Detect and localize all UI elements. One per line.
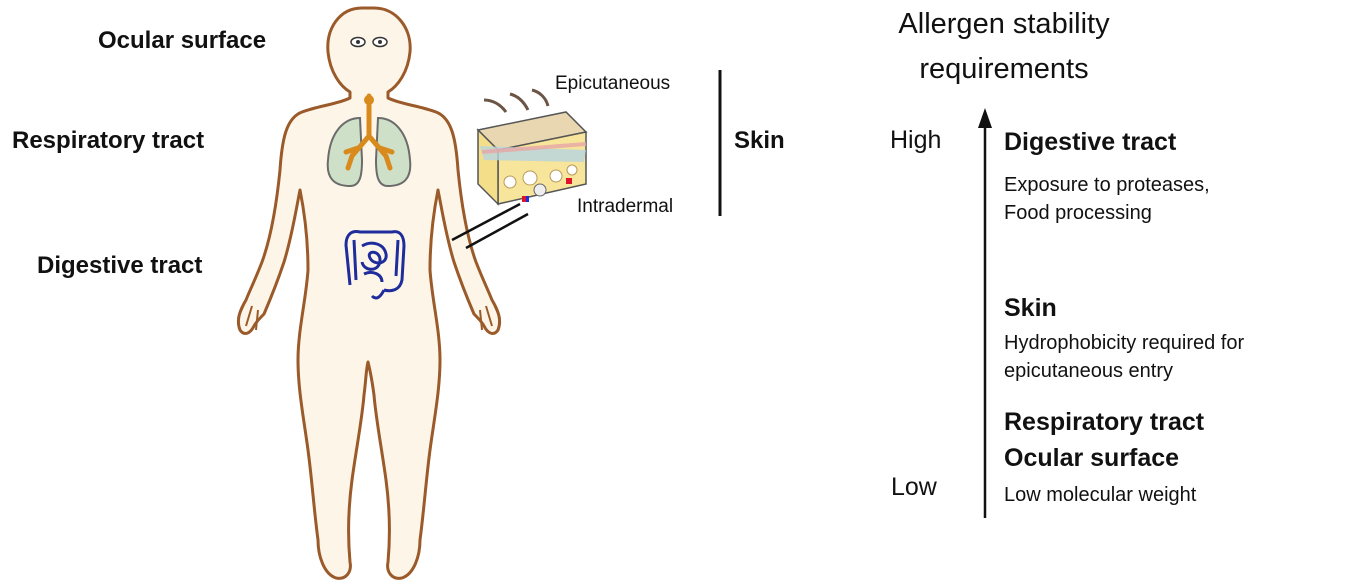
stability-title-line1: Allergen stability	[844, 8, 1164, 41]
ocular-surface-label: Ocular surface	[98, 27, 266, 55]
stability-arrow	[978, 108, 992, 518]
skin-pointer-line-lower	[466, 214, 528, 248]
stability-title-line2: requirements	[844, 53, 1164, 86]
route-respiratory-heading: Respiratory tract	[1004, 408, 1204, 437]
route-skin-heading: Skin	[1004, 294, 1057, 323]
route-skin-desc-1: Hydrophobicity required for	[1004, 329, 1244, 357]
epicutaneous-label: Epicutaneous	[555, 73, 670, 95]
route-skin-desc-2: epicutaneous entry	[1004, 357, 1173, 385]
level-low-label: Low	[891, 473, 937, 502]
route-digestive-desc-1: Exposure to proteases,	[1004, 171, 1210, 199]
intradermal-label: Intradermal	[577, 196, 673, 218]
route-digestive-heading: Digestive tract	[1004, 128, 1176, 157]
skin-cross-section-icon	[478, 90, 586, 204]
level-high-label: High	[890, 126, 941, 155]
digestive-tract-label: Digestive tract	[37, 252, 202, 280]
skin-label: Skin	[734, 127, 785, 155]
respiratory-tract-label: Respiratory tract	[12, 127, 204, 155]
route-digestive-desc-2: Food processing	[1004, 199, 1152, 227]
route-ocular-heading: Ocular surface	[1004, 444, 1179, 473]
route-ocular-desc-1: Low molecular weight	[1004, 481, 1196, 509]
